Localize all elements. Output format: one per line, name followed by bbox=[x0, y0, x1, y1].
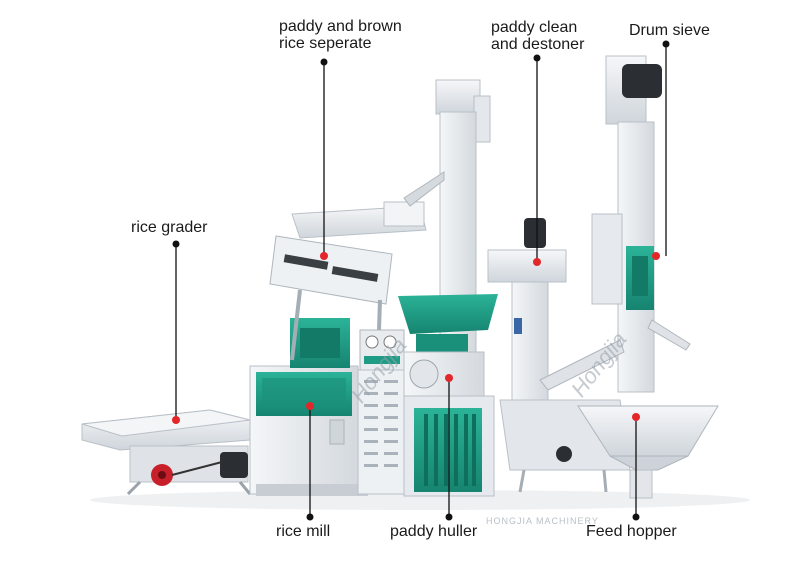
label-feed-hopper: Feed hopper bbox=[586, 523, 677, 540]
rice-mill-unit bbox=[249, 318, 368, 496]
label-rice-mill: rice mill bbox=[276, 523, 331, 540]
label-paddy-huller: paddy huller bbox=[390, 523, 478, 540]
separator-unit bbox=[269, 201, 427, 361]
feed-hopper-unit bbox=[577, 405, 719, 499]
label-paddy-brown-line2: rice seperate bbox=[279, 35, 372, 52]
red-markers bbox=[172, 252, 660, 424]
label-dots bbox=[172, 40, 670, 521]
label-paddy-clean-line1: paddy clean bbox=[491, 19, 578, 36]
label-paddy-brown-line1: paddy and brown bbox=[279, 18, 402, 35]
label-paddy-clean-line2: and destoner bbox=[491, 36, 585, 53]
watermark-brand: HONGJIA MACHINERY bbox=[486, 516, 599, 526]
label-drum-sieve: Drum sieve bbox=[629, 22, 710, 39]
leader-lines bbox=[175, 44, 667, 517]
control-box bbox=[359, 329, 405, 371]
label-rice-grader: rice grader bbox=[131, 219, 208, 236]
rice-grader-unit bbox=[81, 409, 252, 496]
paddy-huller-unit bbox=[398, 294, 498, 497]
